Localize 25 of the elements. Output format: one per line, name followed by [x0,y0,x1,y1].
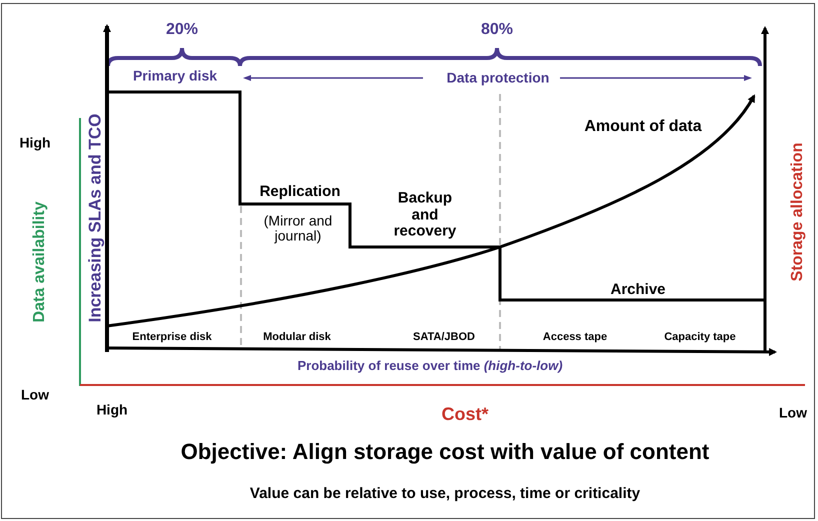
media-label: Enterprise disk [132,330,212,344]
title: Objective: Align storage cost with value of content [180,440,710,464]
media-label: Capacity tape [664,330,736,344]
range-label: Data protection [446,70,550,86]
media-label: Modular disk [263,330,331,344]
caption: Value can be relative to use, process, time or criticality [250,486,640,502]
axis-value-label: High [19,135,51,151]
axis-value-label: High [96,402,128,418]
axis-title: Probability of reuse over time (high-to-low) [297,358,563,374]
percent-label: 20% [166,21,198,39]
curve-label: Amount of data [584,118,702,136]
tier-label: Replication [260,184,340,200]
media-label: Access tape [542,330,608,344]
range-label: Primary disk [132,68,218,84]
axis-value-label: Low [21,387,49,403]
axis-value-label: Low [779,405,807,421]
tier-label: Archive [610,282,666,298]
tier-label: Backup and recovery [392,190,458,240]
axis-title: Storage allocation [789,142,807,282]
axis-title: Data availability [31,202,49,322]
percent-label: 80% [480,21,514,39]
axis-title: Cost* [442,405,488,425]
tier-note: (Mirror and journal) [262,214,334,244]
axis-title: Increasing SLAs and TCO [86,114,106,322]
media-label: SATA/JBOD [413,330,475,344]
